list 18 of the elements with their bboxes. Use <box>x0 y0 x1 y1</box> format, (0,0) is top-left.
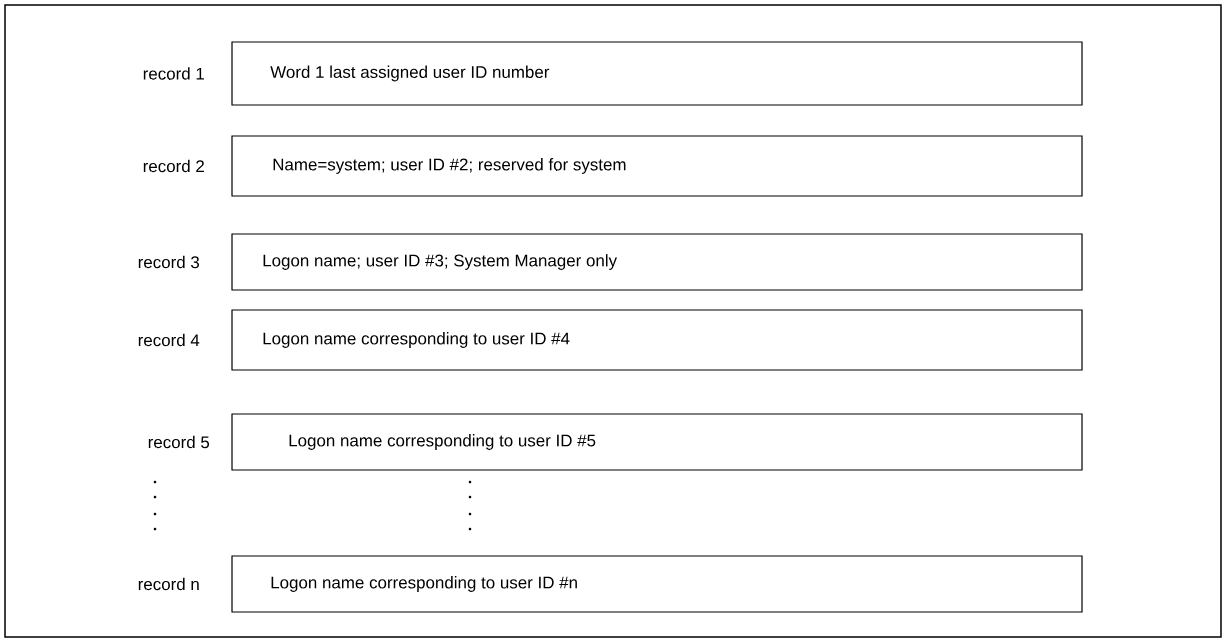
record-box <box>231 233 1083 291</box>
record-text: Logon name corresponding to user ID #n <box>271 576 577 592</box>
record-label: record 1 <box>143 67 204 80</box>
record-label: record 5 <box>148 435 210 449</box>
record-box <box>231 555 1083 613</box>
record-label: record 2 <box>143 159 204 173</box>
record-text: Logon name; user ID #3; System Manager only <box>263 254 618 270</box>
record-box <box>231 413 1083 471</box>
record-label: record 4 <box>138 333 200 347</box>
record-text: Logon name corresponding to user ID #4 <box>263 332 570 348</box>
record-text: Logon name corresponding to user ID #5 <box>289 434 596 450</box>
record-box <box>231 309 1083 371</box>
record-text: Name=system; user ID #2; reserved for system <box>273 158 626 174</box>
record-label: record n <box>138 577 199 591</box>
record-box <box>231 135 1083 197</box>
record-box <box>231 41 1083 106</box>
record-label: record 3 <box>138 255 200 269</box>
record-text: Word 1 last assigned user ID number <box>270 65 550 82</box>
